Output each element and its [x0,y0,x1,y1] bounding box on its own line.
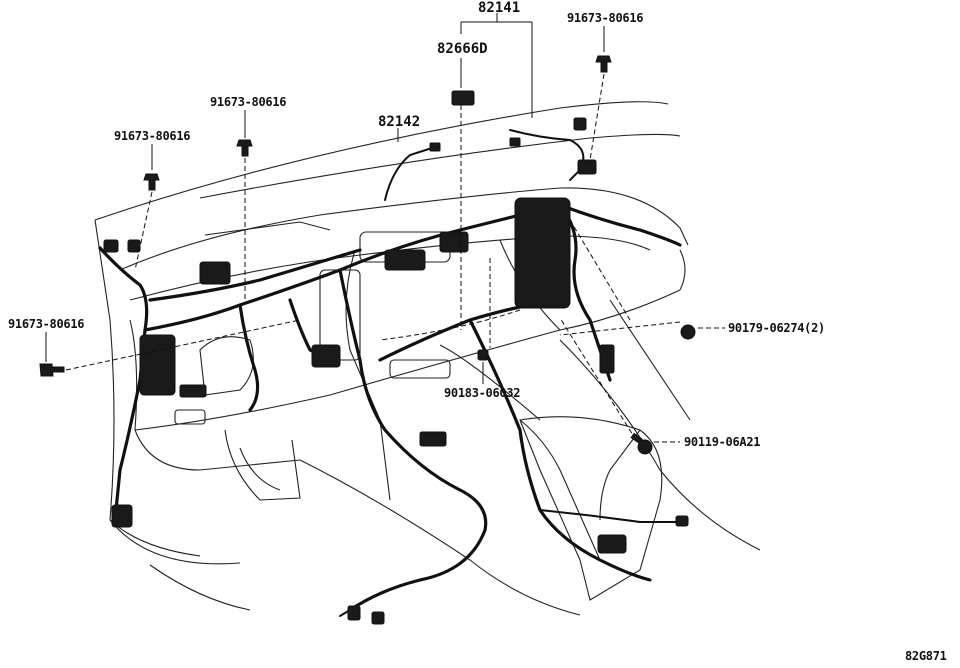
part-label-bolt-left: 91673-80616 [8,317,84,331]
harness-connectors [103,117,689,625]
part-label-nut-right: 90179-06274(2) [728,321,825,335]
dashboard-body-outline [94,101,761,616]
diagram-code: 82G871 [905,649,947,663]
part-label-bolt-upper-left: 91673-80616 [114,129,190,143]
main-wire-harness [98,129,682,617]
part-label-82666d: 82666D [437,41,488,57]
part-label-82142: 82142 [378,114,420,130]
part-label-clip-center: 90183-06032 [444,386,520,400]
part-label-bolt-top-right: 91673-80616 [567,11,643,25]
part-label-82141: 82141 [478,0,520,16]
bolt-icon [39,55,696,455]
part-label-bolt-lower-right: 90119-06A21 [684,435,760,449]
connector-82666d-part [451,90,475,106]
leader-lines [45,13,725,443]
part-label-bolt-upper-mid: 91673-80616 [210,95,286,109]
